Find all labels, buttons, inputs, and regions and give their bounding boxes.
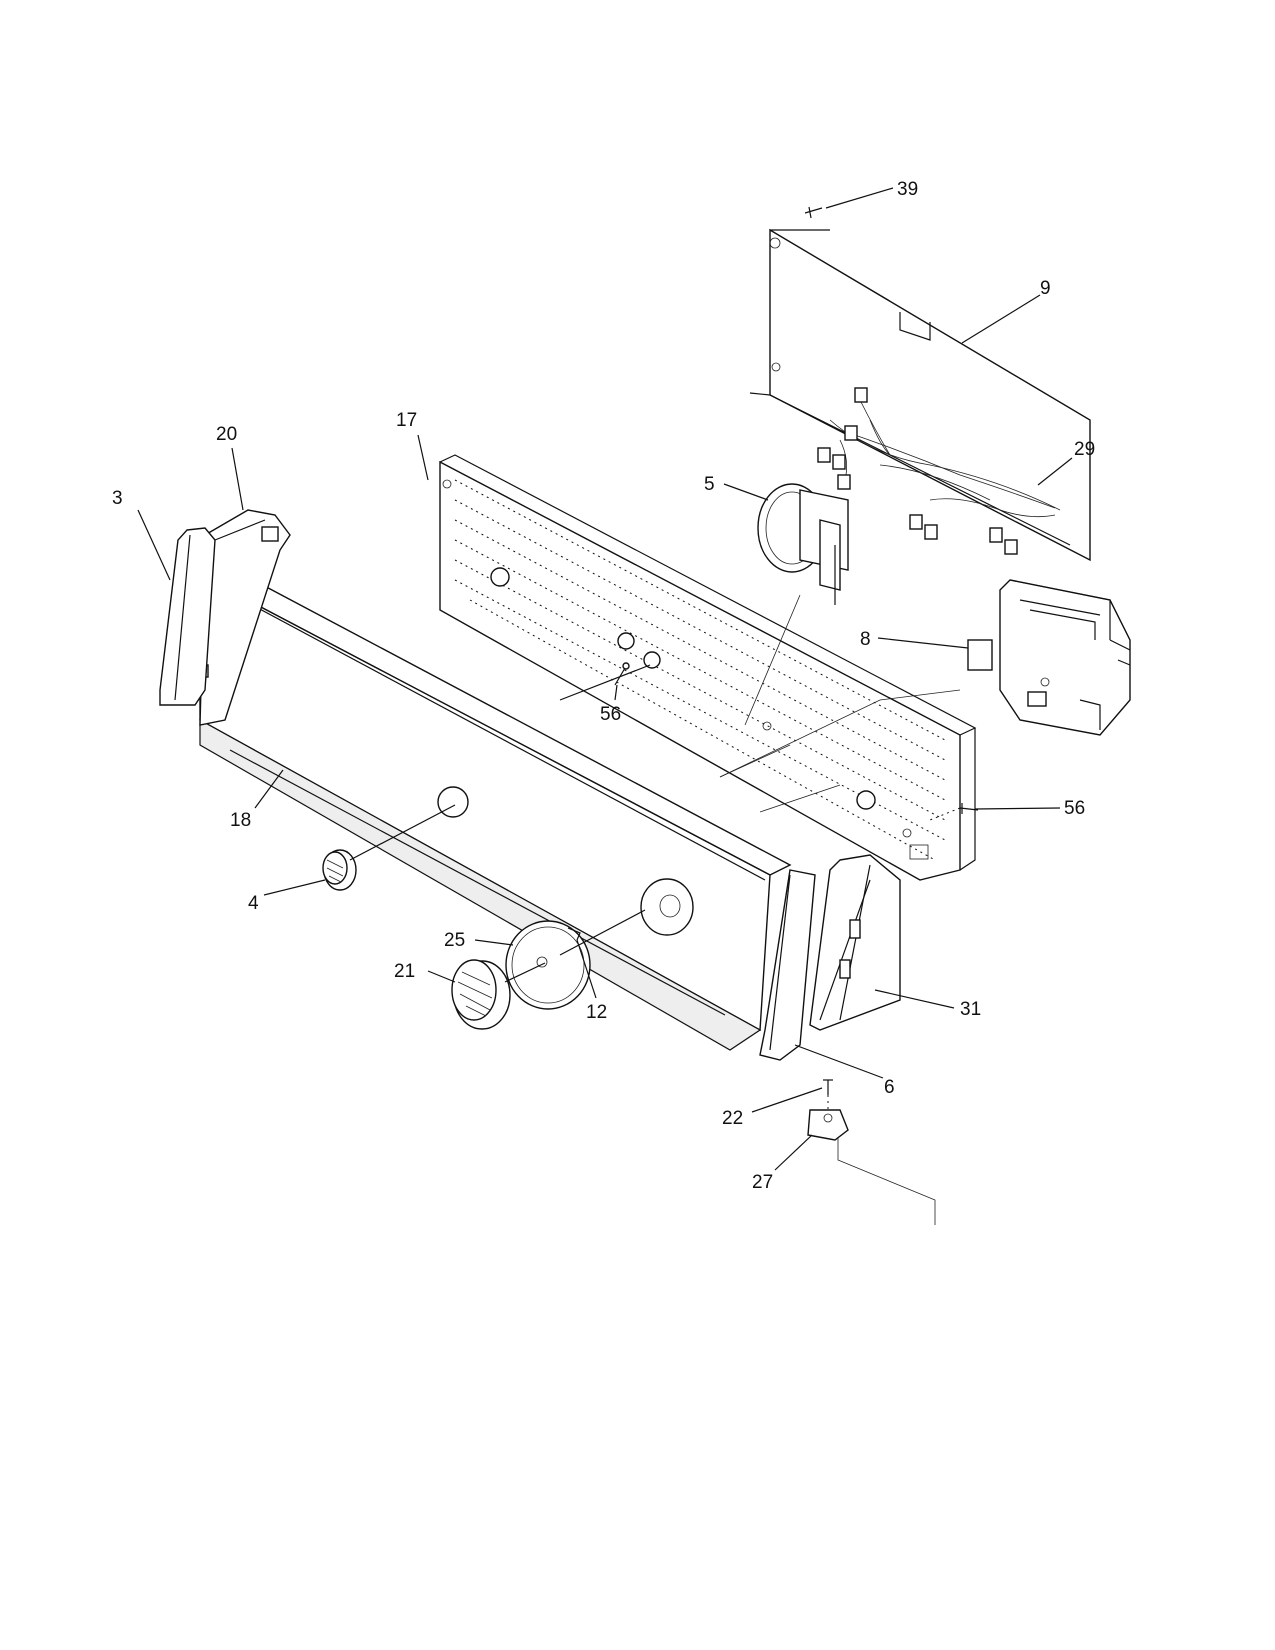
callout-20: 20 bbox=[216, 424, 237, 445]
part-25-dial-skirt bbox=[505, 920, 591, 1010]
callout-4: 4 bbox=[248, 893, 259, 914]
part-12-clip bbox=[567, 927, 581, 941]
screw-56-left bbox=[614, 662, 630, 686]
callout-8: 8 bbox=[860, 629, 871, 650]
part-20-left-bracket bbox=[195, 509, 291, 726]
callout-5: 5 bbox=[704, 474, 715, 495]
callout-9: 9 bbox=[1040, 278, 1051, 299]
callout-12: 12 bbox=[586, 1002, 607, 1023]
leader-lines bbox=[137, 187, 1073, 1171]
part-4-knob bbox=[322, 804, 456, 891]
part-29-wire-harness bbox=[817, 387, 1061, 555]
callout-21: 21 bbox=[394, 961, 415, 982]
callout-27: 27 bbox=[752, 1172, 773, 1193]
callout-3: 3 bbox=[112, 488, 123, 509]
callout-18: 18 bbox=[230, 810, 251, 831]
callout-56-left: 56 bbox=[600, 704, 621, 725]
part-9-rear-panel bbox=[749, 228, 1091, 562]
screw-56-right bbox=[929, 803, 979, 821]
part-31-right-bracket bbox=[809, 854, 901, 1031]
part-21-large-knob bbox=[451, 909, 646, 1030]
callout-31: 31 bbox=[960, 999, 981, 1020]
callout-29: 29 bbox=[1074, 439, 1095, 460]
part-27-bracket bbox=[807, 1095, 936, 1225]
callout-39: 39 bbox=[897, 179, 918, 200]
callout-22: 22 bbox=[722, 1108, 743, 1129]
assembly-lines bbox=[719, 594, 961, 813]
callout-56-right: 56 bbox=[1064, 798, 1085, 819]
part-5-switch bbox=[757, 483, 849, 605]
callout-6: 6 bbox=[884, 1077, 895, 1098]
screw-39 bbox=[804, 206, 823, 219]
callout-17: 17 bbox=[396, 410, 417, 431]
callout-25: 25 bbox=[444, 930, 465, 951]
part-8-timer bbox=[967, 579, 1131, 736]
screw-22 bbox=[823, 1079, 833, 1095]
part-18-control-panel bbox=[198, 564, 792, 1051]
part-17-backing-panel bbox=[439, 454, 977, 881]
part-3-left-endcap bbox=[159, 527, 216, 706]
part-6-right-endcap bbox=[759, 869, 816, 1061]
